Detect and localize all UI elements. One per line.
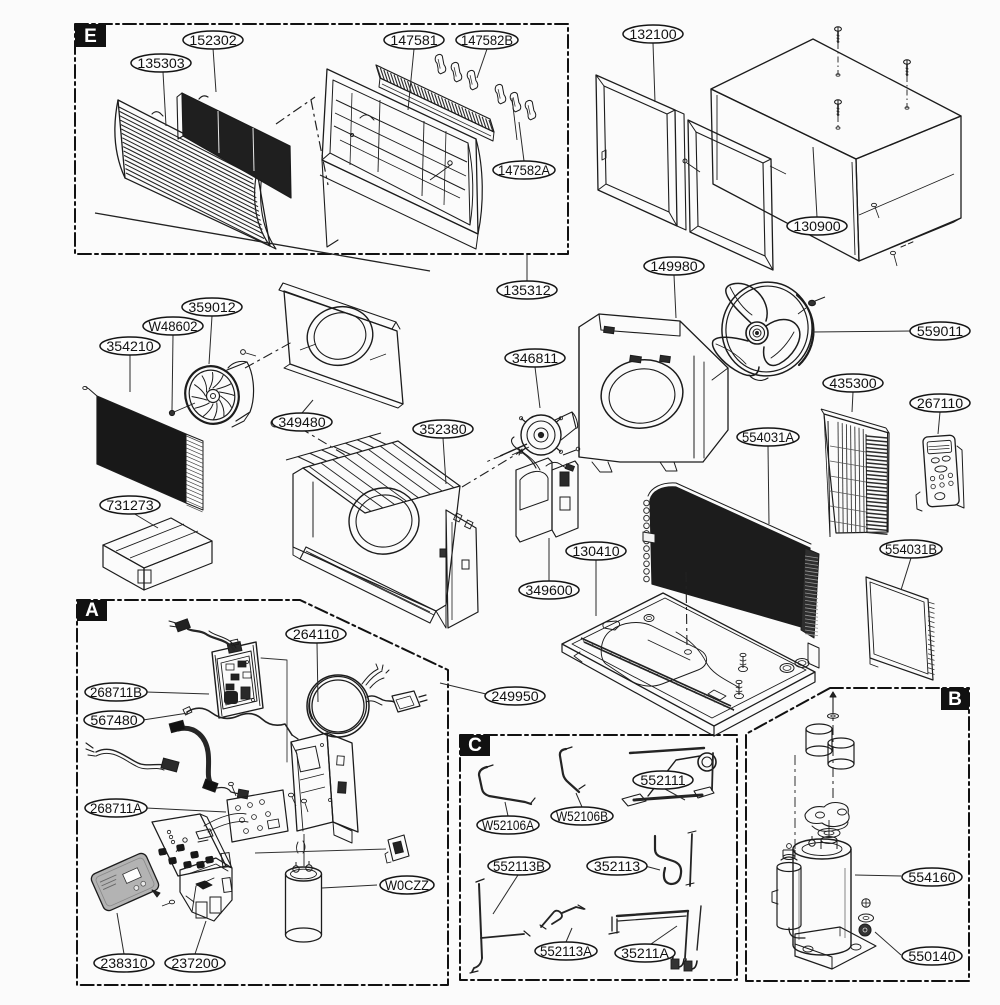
svg-text:147581: 147581 xyxy=(390,33,437,49)
svg-text:147582A: 147582A xyxy=(498,163,550,179)
svg-text:559011: 559011 xyxy=(917,324,963,340)
svg-text:238310: 238310 xyxy=(100,956,147,972)
svg-text:W48602: W48602 xyxy=(149,319,198,335)
svg-text:E: E xyxy=(84,26,97,47)
svg-text:132100: 132100 xyxy=(629,27,676,43)
svg-text:554031B: 554031B xyxy=(885,542,937,558)
svg-text:552113B: 552113B xyxy=(493,859,545,875)
svg-text:352380: 352380 xyxy=(419,422,466,438)
svg-text:B: B xyxy=(948,689,962,710)
svg-text:A: A xyxy=(85,600,99,621)
svg-text:147582B: 147582B xyxy=(461,33,513,49)
svg-text:C: C xyxy=(468,735,482,756)
svg-text:W52106B: W52106B xyxy=(556,809,608,825)
svg-text:349480: 349480 xyxy=(278,415,325,431)
svg-text:152302: 152302 xyxy=(189,33,236,49)
svg-text:359012: 359012 xyxy=(188,300,235,316)
svg-text:130900: 130900 xyxy=(793,219,840,235)
svg-text:554160: 554160 xyxy=(908,870,955,886)
svg-text:268711B: 268711B xyxy=(90,685,142,701)
svg-text:W52106A: W52106A xyxy=(482,818,534,834)
svg-text:552113A: 552113A xyxy=(540,944,592,960)
svg-text:268711A: 268711A xyxy=(90,801,142,817)
svg-text:349600: 349600 xyxy=(525,583,572,599)
svg-text:567480: 567480 xyxy=(90,713,137,729)
svg-text:264110: 264110 xyxy=(293,627,339,643)
svg-text:550140: 550140 xyxy=(908,949,955,965)
svg-text:352113: 352113 xyxy=(594,859,640,875)
svg-text:346811: 346811 xyxy=(512,351,558,367)
svg-text:267110: 267110 xyxy=(917,396,963,412)
svg-text:354210: 354210 xyxy=(106,339,153,355)
svg-text:130410: 130410 xyxy=(572,544,619,560)
svg-text:135303: 135303 xyxy=(137,56,184,72)
svg-text:554031A: 554031A xyxy=(742,430,794,446)
svg-text:135312: 135312 xyxy=(503,283,550,299)
svg-text:435300: 435300 xyxy=(829,376,876,392)
svg-text:W0CZZ: W0CZZ xyxy=(385,878,429,894)
svg-text:731273: 731273 xyxy=(106,498,153,514)
svg-text:249950: 249950 xyxy=(491,689,538,705)
svg-text:552111: 552111 xyxy=(640,773,685,789)
svg-text:35211A: 35211A xyxy=(621,946,669,962)
svg-text:237200: 237200 xyxy=(171,956,218,972)
svg-text:149980: 149980 xyxy=(650,259,697,275)
